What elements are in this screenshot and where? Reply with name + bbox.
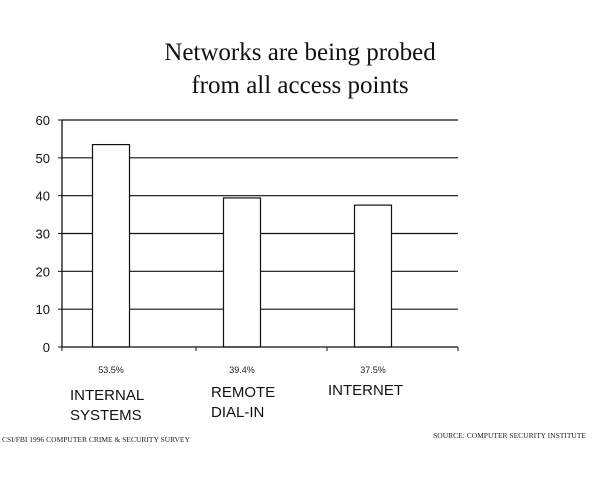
value-label-1: 53.5% [98,365,124,375]
bar-3 [353,204,393,348]
bar-2 [222,197,262,348]
category-label-2-line-2: DIAL-IN [211,404,264,421]
y-tick-label-30: 30 [36,227,50,242]
chart-title-line-1: Networks are being probed [164,39,436,66]
category-label-2: REMOTE DIAL-IN [211,384,275,421]
category-label-1-line-1: INTERNAL [70,387,144,404]
y-tick-label-60: 60 [36,113,50,128]
value-labels: 53.5% 39.4% 37.5% [98,365,386,375]
bars [91,143,393,348]
y-tick-label-40: 40 [36,189,50,204]
y-axis-tick-labels: 0 10 20 30 40 50 60 [36,113,50,355]
y-tick-label-20: 20 [36,264,50,279]
category-label-3-line-1: INTERNET [328,382,403,399]
category-label-3: INTERNET [328,382,403,399]
value-label-3: 37.5% [360,365,386,375]
category-label-1: INTERNAL SYSTEMS [70,387,144,424]
value-label-2: 39.4% [229,365,255,375]
y-tick-label-10: 10 [36,302,50,317]
category-labels: INTERNAL SYSTEMS REMOTE DIAL-IN INTERNET [70,382,403,424]
category-label-2-line-1: REMOTE [211,384,275,401]
footer-survey: CSI/FBI 1996 COMPUTER CRIME & SECURITY S… [2,435,190,444]
category-label-1-line-2: SYSTEMS [70,407,142,424]
chart-title-line-2: from all access points [191,72,408,99]
y-tick-label-50: 50 [36,151,50,166]
axes [58,119,459,351]
bar-1 [91,143,131,348]
footer-source: SOURCE: COMPUTER SECURITY INSTITUTE [433,431,586,440]
y-tick-label-0: 0 [43,340,50,355]
